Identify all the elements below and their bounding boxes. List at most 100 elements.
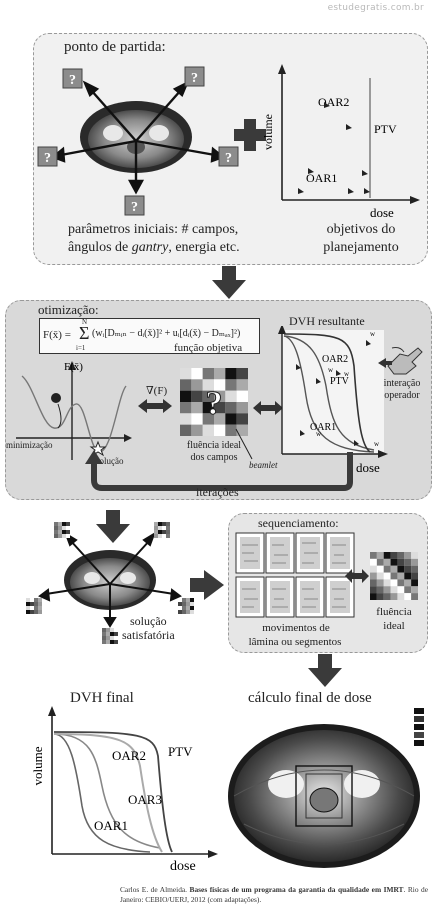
fluence-cell	[376, 572, 384, 580]
mlc-segment	[325, 532, 355, 574]
fluence-cell	[182, 598, 186, 602]
fluence-cell	[390, 558, 398, 566]
fluence-cell	[190, 610, 194, 614]
fluence-cell	[397, 586, 405, 594]
fluence-cell	[178, 598, 182, 602]
fluence-cell	[225, 424, 237, 436]
fluence-cell	[383, 558, 391, 566]
beamlet-pointer	[235, 428, 253, 460]
fluence-cell	[182, 606, 186, 610]
fluence-cell	[370, 586, 377, 594]
fluence-cell	[34, 610, 38, 614]
final-oar3-label: OAR3	[128, 792, 162, 807]
fluence-cell	[390, 579, 398, 587]
fluence-cell	[38, 598, 42, 602]
fluence-cell	[202, 390, 214, 402]
fluence-cell	[376, 565, 384, 573]
fluence-cell	[166, 534, 170, 538]
beam-fluence-maps	[26, 522, 194, 644]
unknown-fluence-mark: ?	[206, 385, 223, 422]
formula-sum-top: N	[82, 318, 88, 326]
fluence-cell	[390, 565, 398, 573]
fluence-cell	[166, 526, 170, 530]
fluence-cell	[236, 379, 248, 391]
weight-label: w	[344, 370, 350, 378]
leaf-segments	[235, 532, 355, 618]
fluence-cell	[106, 628, 110, 632]
fluence-cell	[404, 565, 412, 573]
double-arrow-gradient	[138, 399, 172, 413]
operator-arrow	[378, 358, 392, 368]
fluence-cell	[236, 413, 248, 425]
fluence-cell	[191, 413, 203, 425]
fluence-cell	[162, 534, 166, 538]
fluence-cell	[26, 598, 30, 602]
fluence-cell	[166, 530, 170, 534]
dvh-xlabel: dose	[356, 460, 380, 475]
mlc-segment	[265, 532, 295, 574]
ptv-label: PTV	[374, 122, 397, 136]
weight-label: w	[328, 366, 334, 374]
fluence-cell	[191, 379, 203, 391]
down-arrow-3	[308, 654, 342, 687]
params-text: ângulos de	[68, 240, 132, 255]
fluence-cell	[62, 530, 66, 534]
fluence-cell	[182, 610, 186, 614]
unknown-marker-label: ?	[131, 200, 138, 215]
oar1-label: OAR1	[306, 171, 337, 185]
fluence-cell	[182, 602, 186, 606]
fluence-cell	[376, 586, 384, 594]
fluence-cell	[110, 628, 114, 632]
dvh-result-plot: OAR2 PTV OAR1 w w w w w dose	[278, 326, 388, 475]
gradient-label: ∇(F)	[146, 385, 168, 397]
plus-icon	[234, 119, 266, 151]
fluence-cell	[66, 522, 70, 526]
mlc-segment	[325, 576, 355, 618]
sum-symbol: Σ	[79, 323, 90, 343]
fluence-cell	[411, 586, 418, 594]
fluence-cell	[191, 424, 203, 436]
fluence-cell	[390, 586, 398, 594]
fluence-cell	[106, 636, 110, 640]
ideal-fluence-line1: fluência	[376, 606, 412, 618]
beam-fluence-map	[26, 598, 42, 614]
fluence-cell	[411, 579, 418, 587]
minimization-label: minimização	[6, 440, 53, 450]
fluence-cell	[370, 579, 377, 587]
fluence-cell	[376, 593, 384, 600]
fluence-cell	[397, 552, 405, 559]
objectives-line1: objetivos do	[326, 222, 396, 237]
fluence-cell	[154, 526, 158, 530]
oar2-label: OAR2	[318, 95, 349, 109]
fluence-cell	[214, 402, 226, 414]
fluence-cell	[370, 558, 377, 566]
fluence-cell	[214, 424, 226, 436]
dvh-result-title: DVH resultante	[289, 314, 365, 328]
fluence-cell	[190, 602, 194, 606]
fluence-grid: ?	[180, 368, 248, 436]
fluence-cell	[180, 368, 192, 380]
fluence-cell	[383, 579, 391, 587]
operator-line1: interação	[383, 378, 421, 389]
fluence-cell	[34, 602, 38, 606]
dose-scale-bar	[414, 708, 424, 746]
fluence-cell	[214, 390, 226, 402]
solution-satisfactory-line1: solução	[130, 614, 167, 628]
fluence-cell	[114, 632, 118, 636]
fluence-cell	[390, 593, 398, 600]
fluence-cell	[30, 606, 34, 610]
fluence-cell	[110, 632, 114, 636]
fluence-cell	[162, 526, 166, 530]
fluence-cell	[411, 558, 418, 566]
final-ylabel: volume	[30, 746, 45, 785]
weight-label: w	[316, 430, 322, 438]
fluence-cell	[114, 640, 118, 644]
objective-function-box: F(x̄) = N Σ i=1 (wᵢ[Dₘᵢₙ − dᵢ(x̄)]² + uᵢ…	[39, 318, 260, 354]
fluence-cell	[376, 558, 384, 566]
fluence-cell	[202, 424, 214, 436]
beamlet-label: beamlet	[249, 460, 278, 470]
beam-fluence-map	[178, 598, 194, 614]
fluence-cell	[58, 530, 62, 534]
fluence-cell	[54, 534, 58, 538]
fluence-cell	[191, 390, 203, 402]
